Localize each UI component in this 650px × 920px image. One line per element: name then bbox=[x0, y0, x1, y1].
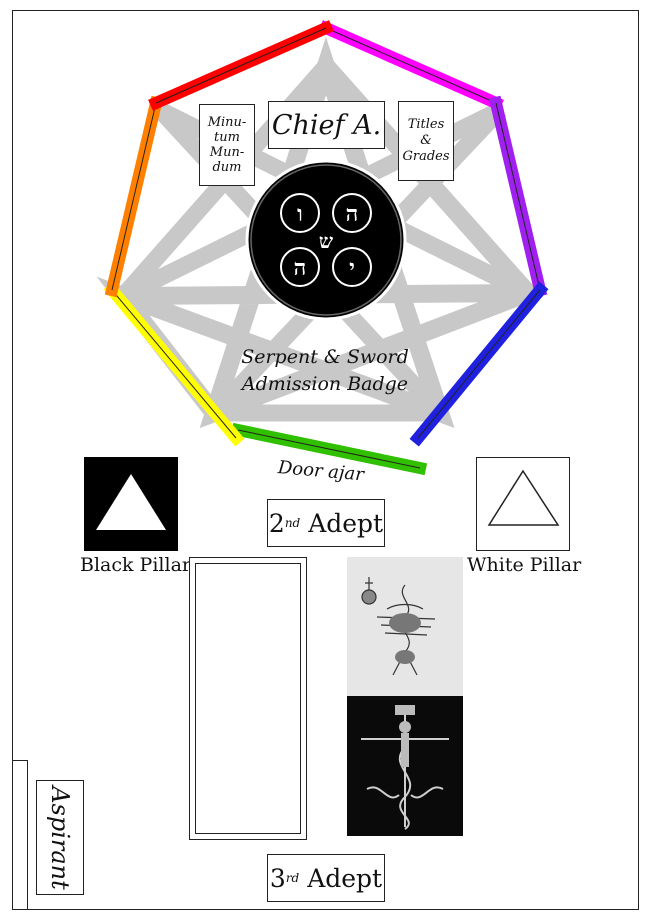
seal-letter-he-bottom: ה bbox=[294, 255, 307, 281]
edge-red-outline bbox=[155, 27, 327, 104]
badge-line-2: Admission Badge bbox=[241, 373, 409, 395]
titles-grades-label: Titles & Grades bbox=[402, 117, 450, 164]
admission-badge-label: Serpent & Sword Admission Badge bbox=[230, 344, 420, 398]
edge-magenta-outline bbox=[325, 27, 497, 104]
minutum-mundum-label: Minu- tum Mun- dum bbox=[207, 115, 247, 175]
edge-orange-outline bbox=[111, 102, 157, 291]
black-pillar-label: Black Pillar bbox=[80, 554, 191, 576]
serpent-and-crucified-figure-image bbox=[347, 557, 463, 836]
diagram-frame bbox=[12, 10, 639, 910]
vault-altar-inner bbox=[195, 563, 301, 834]
minutum-mundum-box: Minu- tum Mun- dum bbox=[199, 104, 255, 186]
door-edge-green-outline bbox=[237, 429, 421, 469]
seal-rim bbox=[250, 164, 402, 316]
heptagon-edges bbox=[103, 20, 549, 476]
aspirant-label: Aspirant bbox=[46, 785, 75, 890]
third-adept-word: Adept bbox=[307, 863, 383, 893]
vault-altar-outer bbox=[189, 557, 307, 840]
second-adept-sup: nd bbox=[284, 516, 301, 530]
titles-grades-box: Titles & Grades bbox=[398, 101, 454, 181]
third-adept-num: 3 bbox=[269, 863, 286, 893]
seal-letter-he-top: ה bbox=[346, 201, 359, 227]
white-triangle-icon bbox=[96, 474, 166, 530]
seal-rings bbox=[280, 193, 372, 287]
chief-adept-label: Chief A. bbox=[271, 109, 382, 141]
edge-yellow-outline bbox=[111, 289, 237, 439]
badge-line-1: Serpent & Sword bbox=[241, 346, 409, 368]
third-adept-sup: rd bbox=[285, 871, 300, 885]
black-pillar bbox=[84, 457, 178, 551]
aspirant-station: Aspirant bbox=[36, 780, 84, 895]
second-adept-word: Adept bbox=[308, 508, 384, 538]
left-edge-bar bbox=[12, 760, 28, 910]
white-pillar bbox=[476, 457, 570, 551]
second-adept-num: 2 bbox=[268, 508, 285, 538]
seal-letter-yod: י bbox=[349, 255, 355, 281]
seal-letter-vav: ו bbox=[297, 201, 303, 227]
outline-triangle-icon bbox=[487, 469, 560, 526]
seal-letter-shin: ש bbox=[319, 229, 333, 253]
edge-violet-outline bbox=[495, 102, 541, 291]
chief-adept-station: Chief A. bbox=[268, 101, 385, 149]
white-pillar-label: White Pillar bbox=[467, 554, 582, 576]
edge-blue-outline bbox=[417, 289, 541, 439]
